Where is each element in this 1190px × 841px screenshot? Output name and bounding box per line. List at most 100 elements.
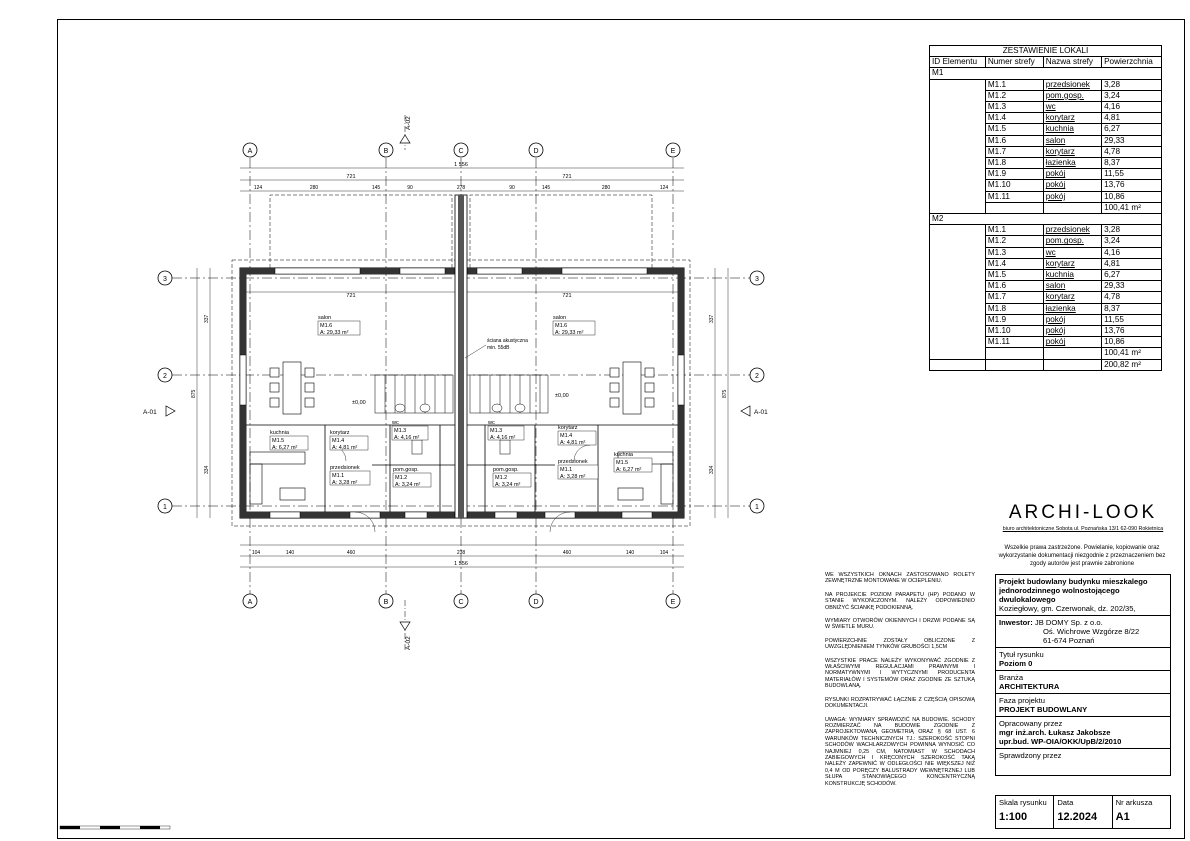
svg-text:721: 721 xyxy=(562,293,571,299)
table-cell-empty xyxy=(929,101,986,113)
project-title-2: jednorodzinnego wolnostojącego xyxy=(999,586,1120,595)
table-cell: salon xyxy=(1042,134,1103,147)
svg-text:2: 2 xyxy=(163,373,167,380)
column-header: ID Elementu xyxy=(929,56,986,69)
table-cell-empty xyxy=(929,168,986,180)
svg-text:M1.4: M1.4 xyxy=(560,433,572,439)
table-cell: 11,55 xyxy=(1101,168,1162,181)
note-item: WYMIARY OTWORÓW OKIENNYCH I DRZWI PODANE… xyxy=(825,618,975,631)
branch-value: ARCHITEKTURA xyxy=(999,682,1060,691)
party-wall xyxy=(454,194,468,519)
annotations: ±0,00 ±0,00 ściana akustyczna min. 55dB xyxy=(352,338,569,406)
svg-text:145: 145 xyxy=(542,185,551,191)
investor-address-2: 61-674 Poznań xyxy=(1043,636,1095,645)
table-cell: korytarz xyxy=(1042,145,1103,159)
group-id: M2 xyxy=(929,213,1162,226)
table-cell: kuchnia xyxy=(1042,123,1103,136)
svg-text:337: 337 xyxy=(204,314,210,323)
svg-text:M1.1: M1.1 xyxy=(560,467,572,473)
checked-label: Sprawdzony przez xyxy=(999,751,1062,760)
svg-text:A-02: A-02 xyxy=(405,116,412,130)
table-cell: łazienka xyxy=(1042,302,1103,315)
date-value: 12.2024 xyxy=(1057,811,1098,823)
axis-bubble-c-bottom: C xyxy=(453,593,469,609)
svg-text:przedsionek: przedsionek xyxy=(558,459,588,465)
svg-text:104: 104 xyxy=(252,550,261,556)
svg-text:334: 334 xyxy=(204,465,210,474)
table-cell-empty xyxy=(929,314,986,326)
svg-text:±0,00: ±0,00 xyxy=(555,393,569,399)
prepared-license: upr.bud. WP-OIA/OKK/UpB/2/2010 xyxy=(999,737,1122,746)
svg-text:C: C xyxy=(458,599,463,606)
svg-text:278: 278 xyxy=(457,185,466,191)
svg-text:M1.5: M1.5 xyxy=(272,438,284,444)
note-item: NA PROJEKCIE POZIOM PARAPETU (hp) PODANO… xyxy=(825,591,975,611)
table-cell: M1.4 xyxy=(984,257,1044,271)
table-cell: M1.6 xyxy=(984,134,1044,147)
room-label-korytarz-right: korytarz M1.4 A: 4,81 m² xyxy=(557,425,597,446)
table-cell: 3,24 xyxy=(1101,89,1162,103)
table-cell: M1.2 xyxy=(984,235,1044,248)
room-label-wc-right: wc M1.3 A: 4,16 m² xyxy=(487,420,525,441)
rights-notice: Wszelkie prawa zastrzeżone. Powielanie, … xyxy=(998,545,1166,567)
table-cell: 29,33 xyxy=(1101,280,1162,293)
svg-text:A-02: A-02 xyxy=(405,636,412,650)
table-cell-empty xyxy=(929,224,986,236)
svg-text:721: 721 xyxy=(346,174,355,180)
room-label-wc-left: wc M1.3 A: 4,16 m² xyxy=(391,420,429,441)
table-cell: wc xyxy=(1042,101,1103,114)
svg-text:M1.6: M1.6 xyxy=(320,323,332,329)
room-label-kuchnia-left: kuchnia M1.5 A: 6,27 m² xyxy=(269,430,309,451)
note-item: POWIERZCHNIE ZOSTAŁY OBLICZONE Z UWZGLĘD… xyxy=(825,637,975,651)
table-cell-empty xyxy=(929,291,986,304)
phase-value: PROJEKT BUDOWLANY xyxy=(999,705,1088,714)
table-cell-empty xyxy=(929,358,986,371)
table-cell: korytarz xyxy=(1042,112,1103,125)
table-cell: przedsionek xyxy=(1042,78,1103,91)
drawing-title-label: Tytuł rysunku xyxy=(999,650,1044,659)
section-a01-right: A-01 xyxy=(740,405,768,417)
svg-text:280: 280 xyxy=(602,185,611,191)
axis-bubble-1-right: 1 xyxy=(749,498,765,514)
table-cell: M1.9 xyxy=(984,313,1044,327)
table-cell: kuchnia xyxy=(1042,269,1103,282)
svg-text:A-01: A-01 xyxy=(754,409,768,416)
svg-text:±0,00: ±0,00 xyxy=(352,400,366,406)
svg-text:460: 460 xyxy=(347,550,356,556)
svg-text:A: 4,16 m²: A: 4,16 m² xyxy=(394,435,420,441)
svg-text:B: B xyxy=(384,148,389,155)
table-cell: 8,37 xyxy=(1101,157,1162,170)
svg-text:E: E xyxy=(671,148,676,155)
table-cell: pom.gosp. xyxy=(1042,89,1103,103)
svg-text:M1.2: M1.2 xyxy=(495,475,507,481)
general-notes: WE WSZYSTKICH OKNACH ZASTOSOWANO ROLETY … xyxy=(825,572,975,794)
scale-bar xyxy=(59,825,171,830)
table-cell-empty xyxy=(929,191,986,203)
table-cell-empty xyxy=(929,146,986,158)
table-cell: 13,76 xyxy=(1101,179,1162,192)
room-label-przedsionek-left: przedsionek M1.1 A: 3,28 m² xyxy=(329,465,371,486)
table-title: ZESTAWIENIE LOKALI xyxy=(929,44,1162,58)
table-cell-empty xyxy=(929,235,986,248)
svg-text:wc: wc xyxy=(487,420,495,426)
column-header: Nazwa strefy xyxy=(1042,56,1103,69)
svg-text:337: 337 xyxy=(709,314,715,323)
investor-label: Inwestor: xyxy=(999,618,1033,627)
svg-text:3: 3 xyxy=(163,276,167,283)
table-cell: salon xyxy=(1042,280,1103,293)
title-block: Projekt budowlany budynku mieszkalego je… xyxy=(995,574,1171,776)
date-cell: Data 12.2024 xyxy=(1054,796,1113,828)
axis-bubble-3-left: 3 xyxy=(157,270,173,286)
svg-text:korytarz: korytarz xyxy=(330,430,350,436)
svg-text:przedsionek: przedsionek xyxy=(330,465,360,471)
svg-text:A: 4,81 m²: A: 4,81 m² xyxy=(560,440,586,446)
table-cell: wc xyxy=(1042,246,1103,259)
svg-text:min. 55dB: min. 55dB xyxy=(487,345,510,351)
svg-text:wc: wc xyxy=(391,420,399,426)
